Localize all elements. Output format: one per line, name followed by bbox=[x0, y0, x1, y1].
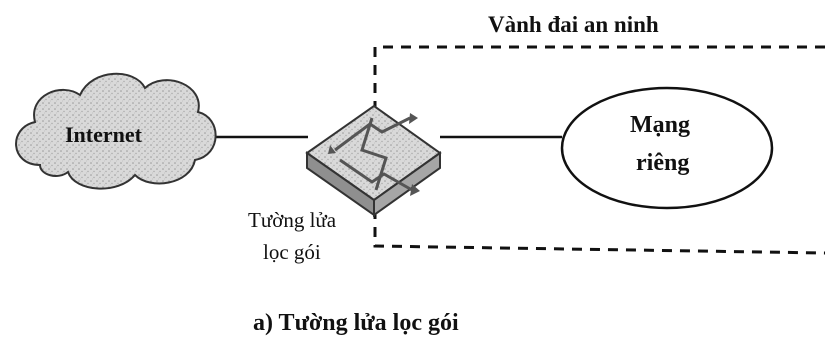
internet-cloud-icon bbox=[15, 72, 217, 190]
private-network-label-line2: riêng bbox=[636, 150, 690, 176]
private-network-label-line1: Mạng bbox=[630, 112, 690, 138]
private-network-ellipse bbox=[560, 86, 774, 210]
security-perimeter-label: Vành đai an ninh bbox=[488, 12, 659, 37]
firewall-label-line2: lọc gói bbox=[263, 240, 321, 264]
firewall-label-line1: Tường lửa bbox=[248, 208, 337, 232]
packet-filter-firewall-icon bbox=[305, 104, 442, 217]
figure-caption: a) Tường lửa lọc gói bbox=[253, 310, 459, 336]
internet-label: Internet bbox=[65, 122, 142, 147]
